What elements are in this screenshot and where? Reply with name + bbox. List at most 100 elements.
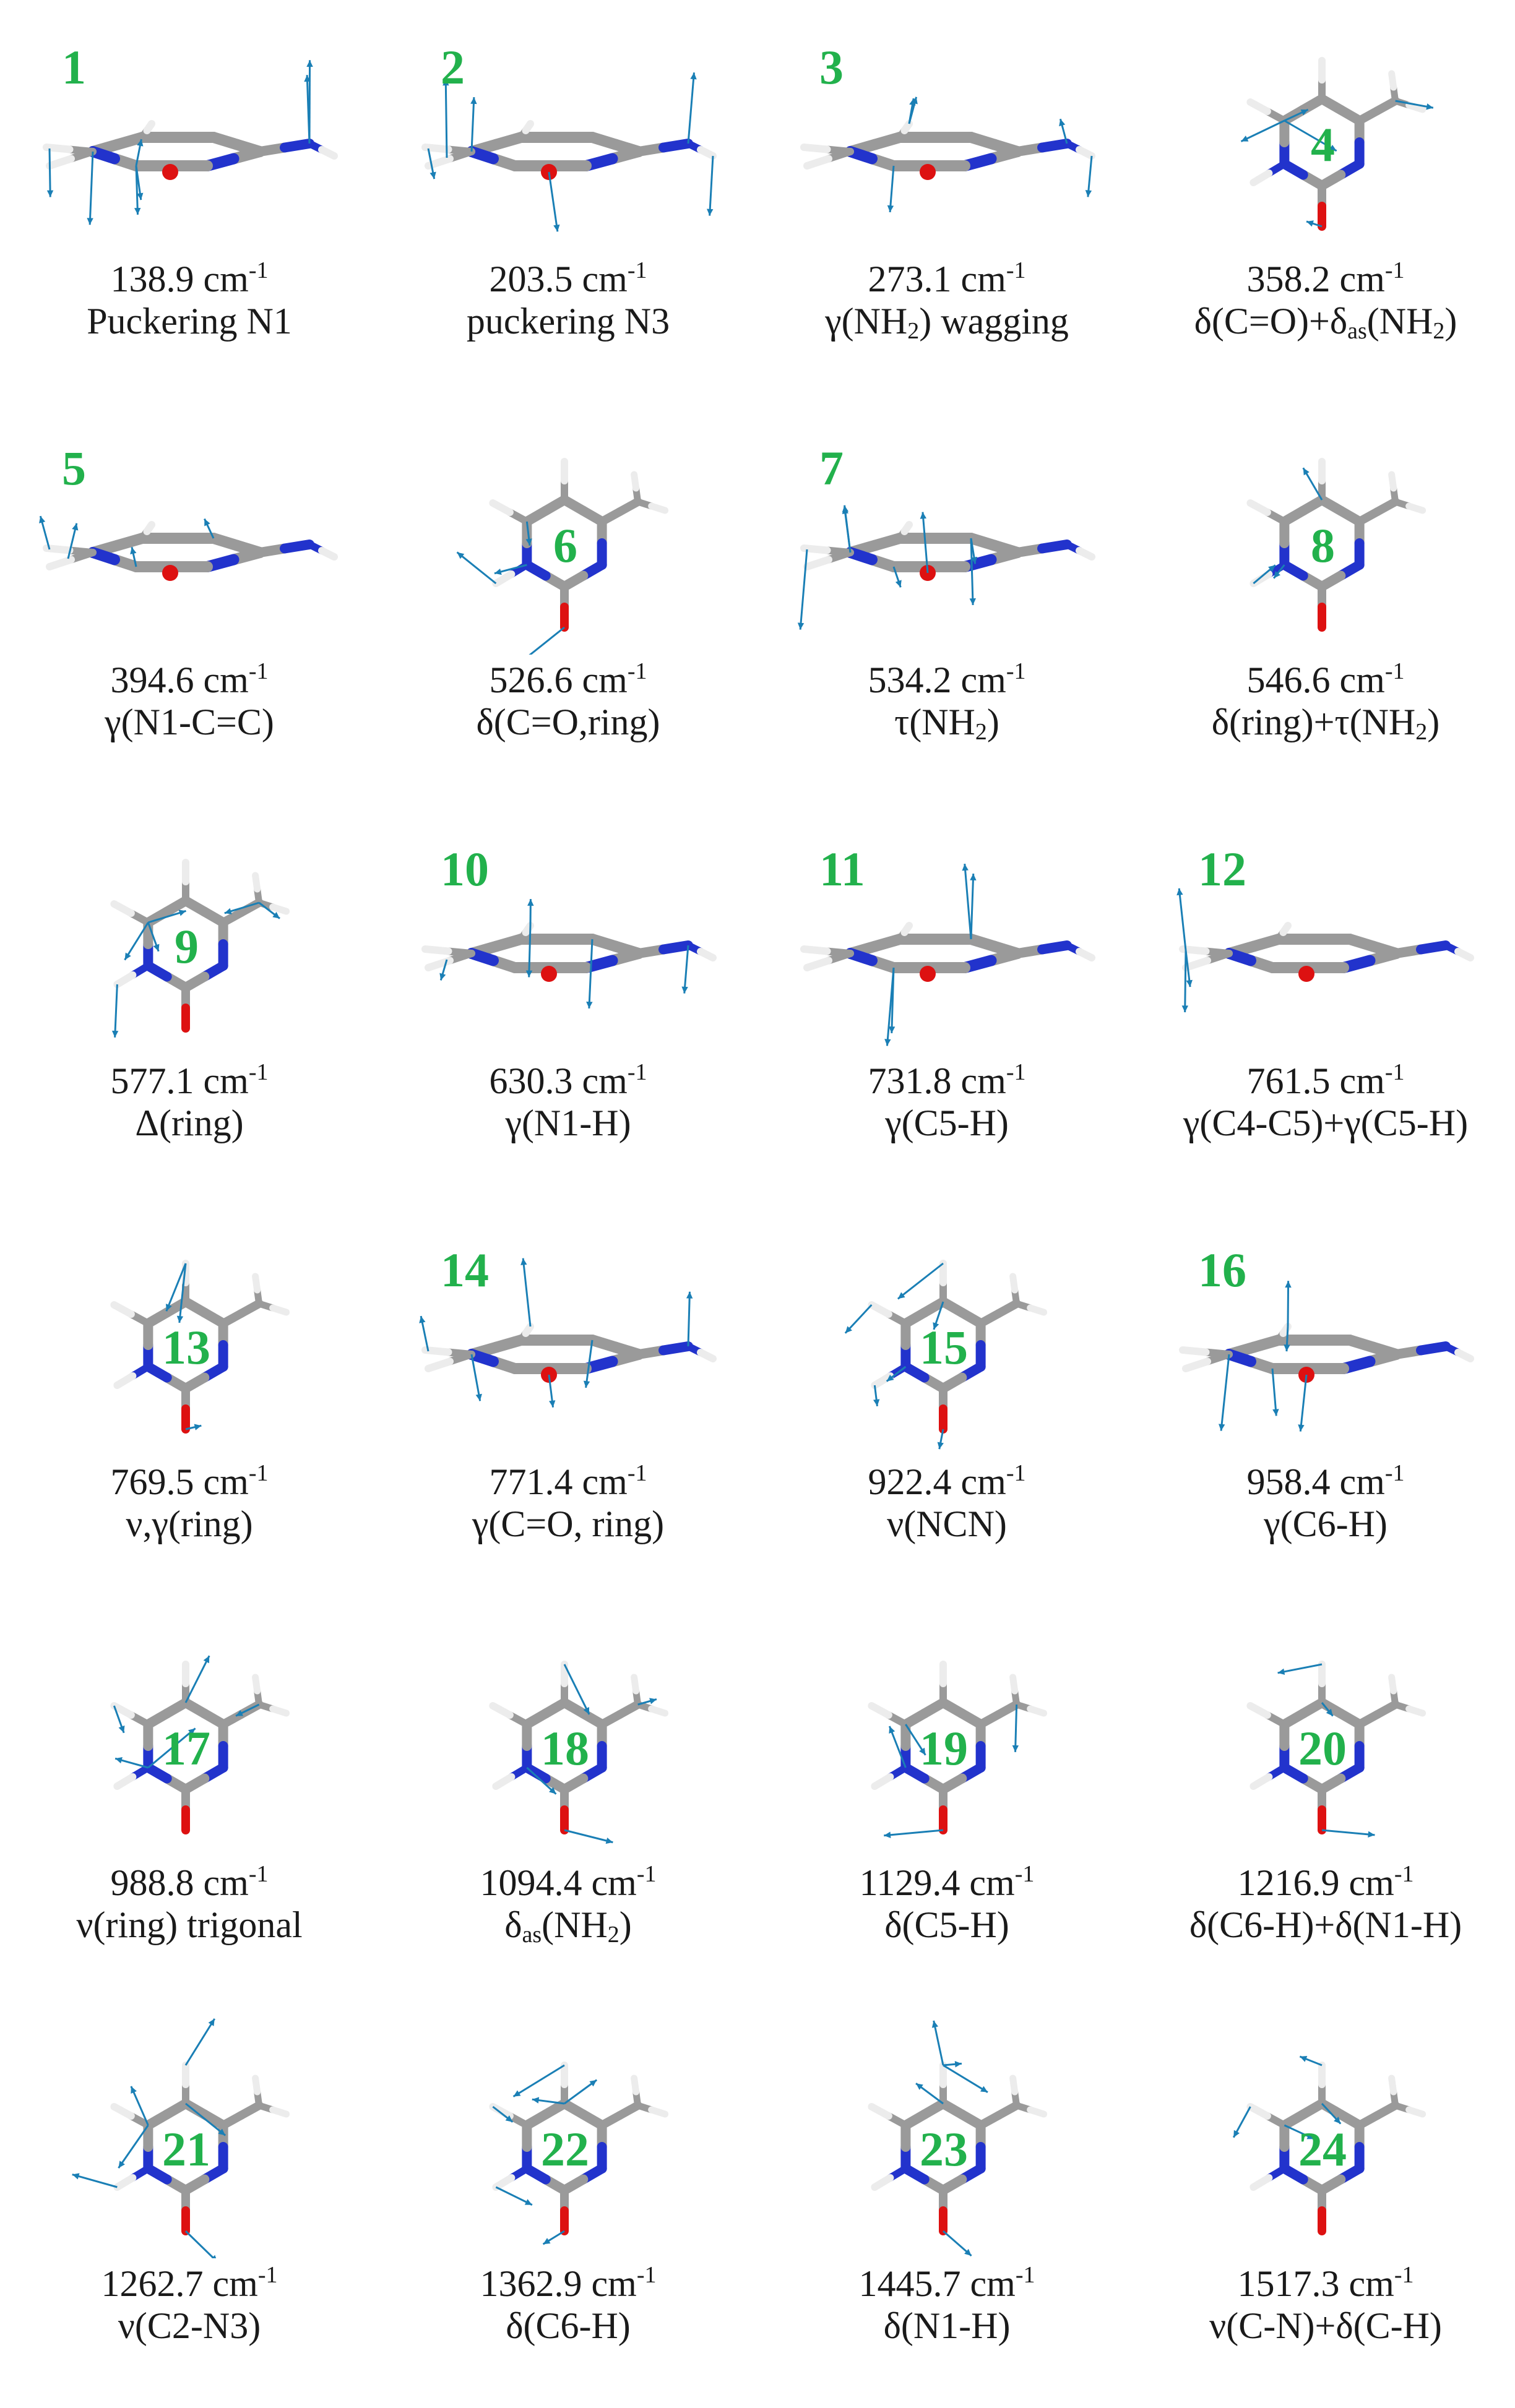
oxygen-atom (920, 164, 936, 180)
bond (1373, 97, 1400, 115)
mode-assignment: γ(N1-H) (379, 1103, 758, 1143)
arrow-head (873, 1399, 880, 1406)
molecule-top-view (72, 2018, 290, 2258)
bond (113, 971, 137, 988)
assignment-text: Δ(ring) (135, 1103, 244, 1143)
frequency-label: 1094.4 cm-1 (379, 1862, 758, 1903)
arrow-head (1285, 1281, 1292, 1288)
arrow-head (166, 1304, 172, 1312)
arrow-head (131, 2086, 137, 2094)
arrow-head (548, 1787, 556, 1794)
assignment-text: Puckering N1 (87, 301, 292, 342)
displacement-arrow (444, 79, 448, 158)
unit-exponent: -1 (1384, 658, 1405, 684)
molecule-drawing (797, 505, 1095, 630)
assignment-text: γ(C4-C5)+γ(C5-H) (1183, 1103, 1469, 1143)
arrow-head (111, 1030, 119, 1038)
bond (522, 120, 534, 134)
arrow-head (236, 1709, 244, 1716)
assignment-text: δ(C=O,ring) (476, 702, 660, 742)
bond (1009, 1674, 1019, 1695)
assignment-subscript: 2 (907, 318, 920, 344)
arrow-head (203, 1656, 210, 1664)
arrow-head (1303, 468, 1310, 476)
frequency-unit: cm (1339, 259, 1385, 299)
displacement-arrow (970, 538, 974, 606)
mode-number: 9 (175, 919, 199, 973)
arrow-head (304, 75, 311, 82)
mode-assignment: ν(ring) trigonal (0, 1904, 379, 1945)
frequency-value: 1445.7 (858, 2263, 961, 2304)
frequency-value: 1094.4 (480, 1862, 582, 1903)
bond (803, 155, 832, 170)
molecule-drawing (868, 2020, 1048, 2257)
assignment-text: δ(N1-H) (883, 2305, 1011, 2346)
arrow-head (1274, 570, 1280, 578)
arrow-head (118, 1725, 125, 1733)
molecule-top-view (489, 1661, 669, 1844)
displacement-arrow (970, 873, 975, 940)
bond (46, 556, 75, 570)
arrow-head (1426, 103, 1433, 110)
frequency-unit: cm (212, 2263, 258, 2304)
molecule-drawing (110, 859, 290, 1038)
molecule-drawing (489, 2062, 669, 2245)
frequency-value: 358.2 (1246, 259, 1331, 299)
arrow-head (920, 512, 927, 519)
arrow-head (188, 1728, 196, 1735)
arrow-head (933, 1322, 939, 1330)
arrow-head (212, 2255, 217, 2258)
frequency-value: 577.1 (110, 1060, 194, 1101)
arrow-head (1218, 1424, 1225, 1431)
arrow-head (649, 1698, 657, 1705)
unit-exponent: -1 (1394, 2262, 1414, 2288)
bond (466, 146, 499, 165)
frequency-value: 534.2 (868, 660, 952, 700)
mode-number: 5 (62, 441, 86, 495)
arrow-head (39, 516, 46, 523)
molecule-side-view (421, 72, 717, 232)
mode-number: 11 (819, 842, 865, 896)
bond (845, 146, 878, 165)
frequency-unit: cm (960, 660, 1006, 700)
mode-number: 1 (62, 40, 86, 94)
frequency-label: 630.3 cm-1 (379, 1060, 758, 1101)
mode-assignment: δ(C6-H)+δ(N1-H) (1136, 1904, 1515, 1945)
arrow-head (605, 1838, 613, 1844)
assignment-subscript: 2 (975, 719, 987, 745)
bond (697, 146, 717, 160)
bond (994, 2101, 1021, 2120)
molecule-side-view (1179, 1281, 1474, 1432)
unit-exponent: -1 (257, 2262, 278, 2288)
bond (1182, 957, 1211, 971)
mode-number: 2 (441, 40, 465, 94)
assignment-text: δ (504, 1904, 522, 1945)
unit-exponent: -1 (248, 658, 269, 684)
arrow-head (690, 72, 697, 80)
arrow-head (520, 1258, 527, 1265)
arrow-head (931, 2020, 939, 2028)
frequency-unit: cm (582, 660, 628, 700)
bond (252, 1674, 261, 1695)
bond (825, 549, 854, 564)
assignment-text: γ(C6-H) (1264, 1503, 1388, 1544)
bond (269, 2106, 290, 2118)
molecule-drawing (1232, 2055, 1427, 2235)
frequency-label: 1129.4 cm-1 (758, 1862, 1136, 1903)
arrow-head (589, 2079, 597, 2087)
frequency-unit: cm (203, 1461, 249, 1502)
frequency-unit: cm (582, 259, 628, 299)
assignment-subscript: 2 (1433, 318, 1445, 344)
bond (1076, 948, 1095, 961)
bond (110, 1301, 135, 1318)
unit-exponent: -1 (636, 1861, 657, 1887)
frequency-label: 577.1 cm-1 (0, 1060, 379, 1101)
unit-exponent: -1 (627, 1059, 647, 1085)
arrow-head (1306, 220, 1314, 227)
mode-assignment: δ(ring)+τ(NH2) (1136, 702, 1515, 744)
bond (1246, 98, 1271, 115)
